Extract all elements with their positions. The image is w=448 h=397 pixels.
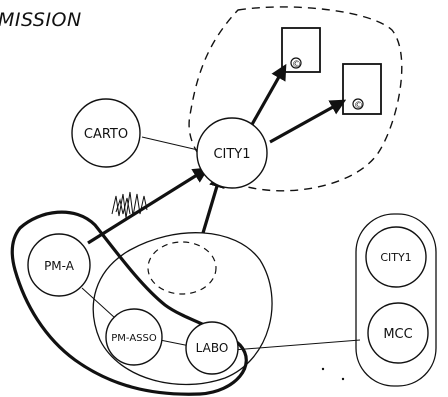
copyright-mark-1: © (292, 60, 301, 70)
dashed-inner-circle (147, 241, 217, 295)
node-city1-center-label: CITY1 (213, 147, 250, 162)
edge-labo-right (232, 339, 361, 351)
document-icon-2: © (342, 63, 382, 115)
edge-pmasso-labo (159, 339, 191, 347)
arrow-group-city1 (201, 171, 225, 234)
large-circle-group (92, 232, 273, 386)
node-city1-center: CITY1 (196, 117, 268, 189)
right-container (355, 213, 437, 387)
document-icon-1: © (281, 27, 321, 73)
arrow-city1-doc2 (269, 99, 347, 144)
stray-dot (341, 377, 345, 381)
node-mcc: MCC (367, 302, 429, 364)
node-city1-right-label: CITY1 (380, 251, 411, 264)
node-pm-a: PM-A (27, 233, 91, 297)
node-mcc-label: MCC (383, 327, 412, 342)
dashed-boundary (188, 6, 403, 192)
node-labo: LABO (185, 321, 239, 375)
edge-carto-city1 (141, 136, 199, 151)
node-city1-right: CITY1 (365, 226, 427, 288)
node-pm-a-label: PM-A (44, 259, 75, 273)
node-carto-label: CARTO (84, 127, 128, 142)
node-carto: CARTO (71, 98, 141, 168)
edge-pma-pmasso (81, 287, 116, 319)
arrow-city1-doc1 (248, 63, 287, 129)
node-pm-asso-label: PM-ASSO (111, 333, 157, 344)
stray-dot (321, 367, 325, 371)
node-labo-label: LABO (196, 341, 229, 355)
copyright-mark-2: © (354, 101, 363, 111)
scribble-mark (111, 191, 148, 219)
node-pm-asso: PM-ASSO (105, 308, 163, 366)
page-title: MISSION (0, 9, 82, 31)
